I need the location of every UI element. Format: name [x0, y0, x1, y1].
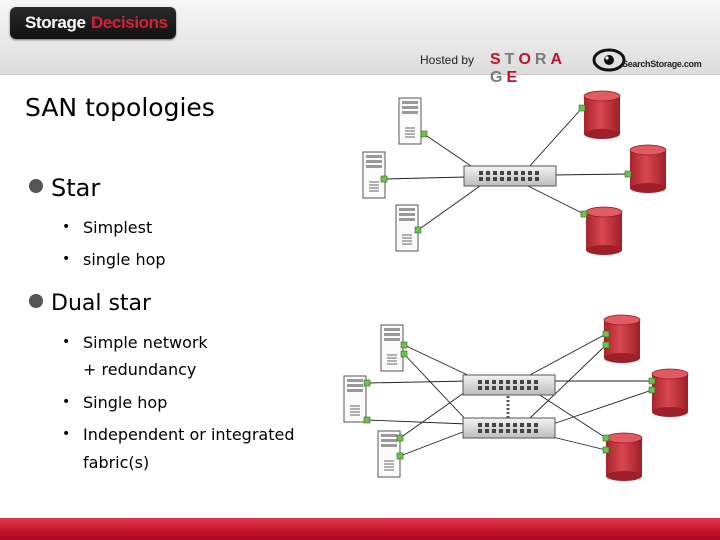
sub-bullet-text: Independent or integrated: [83, 425, 295, 444]
hosted-by-label: Hosted by: [420, 53, 475, 67]
brand-letter: E: [506, 69, 522, 86]
star-topology-diagram: [362, 90, 667, 256]
logo-decisions: Decisions: [91, 13, 168, 32]
switch-icon: [462, 417, 556, 439]
server-icon: [380, 324, 404, 372]
bullet-label: Star: [51, 174, 101, 202]
disk-icon: [585, 206, 623, 256]
disk-icon: [651, 368, 689, 418]
sub-bullet-text: single hop: [83, 250, 166, 269]
brand-letter: T: [504, 51, 519, 68]
sub-bullet-text: Simple network: [83, 333, 208, 352]
storage-decisions-logo: Storage Decisions: [10, 7, 176, 39]
bullet-icon: •: [62, 251, 71, 267]
storage-brand: STORA GE: [490, 51, 580, 86]
sub-bullet-text: fabric(s): [83, 453, 150, 472]
sub-bullet-text: Simplest: [83, 218, 153, 237]
switch-icon: [463, 165, 557, 187]
switch-icon: [462, 374, 556, 396]
bullet-icon: •: [62, 394, 71, 410]
server-icon: [362, 151, 386, 199]
bullet-dot-icon: [29, 294, 43, 308]
disk-icon: [603, 314, 641, 364]
disk-icon: [629, 144, 667, 194]
bullet-dual-star: Dual star: [29, 291, 151, 316]
server-icon: [343, 375, 367, 423]
bullet-label: Dual star: [51, 291, 152, 316]
eye-logo-icon: [592, 48, 626, 72]
searchstorage-text: SearchStorage.com: [622, 59, 702, 69]
sub-bullet-text: + redundancy: [83, 360, 197, 379]
bullet-dot-icon: [29, 179, 43, 193]
slide-title: SAN topologies: [25, 93, 215, 122]
disk-icon: [605, 432, 643, 482]
brand-letter: G: [490, 69, 507, 86]
footer-band: [0, 518, 720, 540]
server-icon: [398, 97, 422, 145]
brand-letter: O: [518, 51, 535, 68]
bullet-icon: •: [62, 219, 71, 235]
sub-bullet-text: Single hop: [83, 393, 168, 412]
bullet-star: Star: [29, 174, 100, 202]
bullet-icon: •: [62, 426, 71, 442]
bullet-icon: •: [62, 334, 71, 350]
brand-letter: A: [550, 51, 567, 68]
disk-icon: [583, 90, 621, 140]
dual-star-topology-diagram: [343, 314, 689, 482]
logo-storage: Storage: [25, 13, 86, 32]
header-band: Storage Decisions Hosted by STORA GE Sear…: [0, 0, 720, 86]
brand-letter: S: [490, 51, 505, 68]
brand-letter: R: [534, 51, 551, 68]
